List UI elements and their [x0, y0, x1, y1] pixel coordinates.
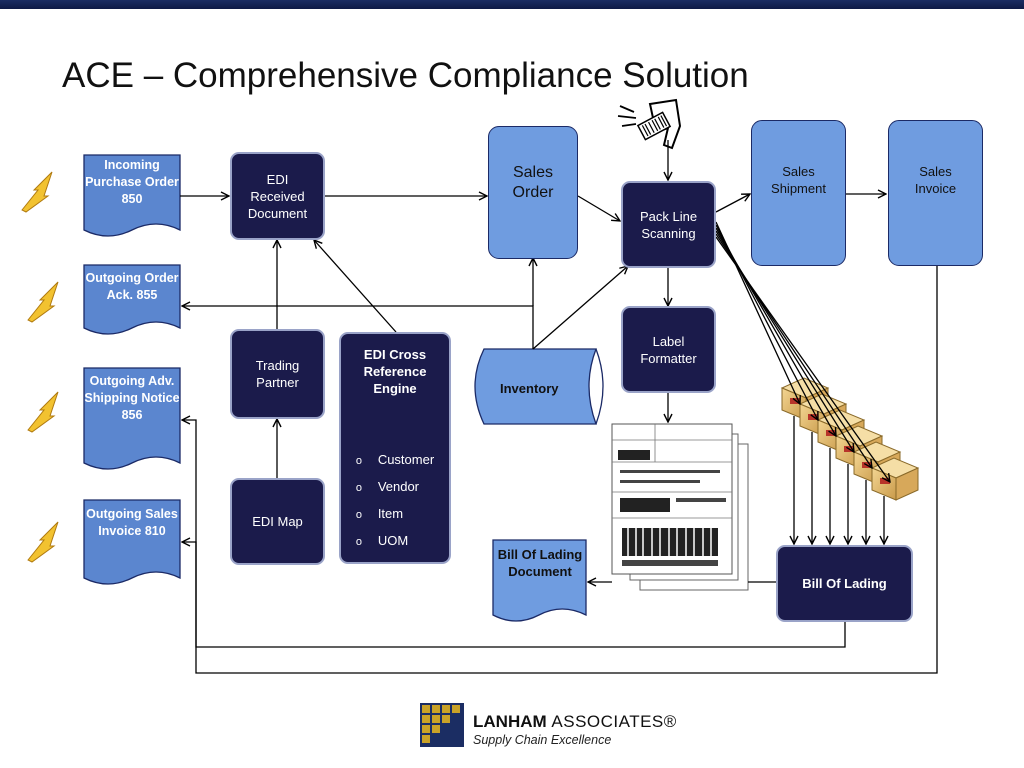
xref-item-customer: Customer: [356, 447, 434, 474]
lightning-icon: [21, 171, 53, 213]
doc-shape-outgoing-asn: [83, 367, 181, 470]
arrow-sales-order-to-pack-line: [577, 195, 620, 221]
logo-name-bold: LANHAM: [473, 712, 547, 731]
sales-invoice-label: Sales Invoice: [914, 164, 957, 196]
logo-name-regular: ASSOCIATES®: [551, 712, 677, 731]
lanham-logo-mark: [420, 703, 464, 747]
sales-order-label: Sales Order: [512, 164, 554, 201]
sales-invoice-node: Sales Invoice: [888, 120, 983, 266]
outgoing-sales-invoice-doc: Outgoing Sales Invoice 810: [86, 507, 178, 538]
edi-received-document-node: EDI Received Document: [230, 152, 325, 240]
pack-line-scanning-node: Pack Line Scanning: [621, 181, 716, 268]
doc-shape-bol-document: [492, 539, 587, 622]
xref-item-vendor: Vendor: [356, 474, 434, 501]
xref-item-item: Item: [356, 501, 434, 528]
doc-shape-incoming-po: [83, 154, 181, 237]
edi-map-node: EDI Map: [230, 478, 325, 565]
label-formatter-node: Label Formatter: [621, 306, 716, 393]
trading-partner-label: Trading Partner: [255, 358, 300, 390]
logo-tagline: Supply Chain Excellence: [473, 733, 612, 747]
connector-lines: [180, 140, 938, 674]
outgoing-shipping-notice-doc: Outgoing Adv. Shipping Notice 856: [84, 374, 180, 422]
top-bar: [0, 0, 1024, 9]
lightning-icon: [27, 391, 59, 433]
edi-map-label: EDI Map: [252, 514, 303, 529]
lightning-icon: [27, 521, 59, 563]
xref-item-uom: UOM: [356, 528, 434, 555]
shipping-boxes-icon: [780, 377, 920, 501]
incoming-purchase-order-doc: Incoming Purchase Order 850: [85, 158, 179, 206]
arrow-invoice-to-outgoing-invoice: [182, 266, 938, 674]
label-formatter-label: Label Formatter: [640, 333, 697, 366]
arrow-pack-line-to-shipment: [715, 194, 750, 213]
inventory-label: Inventory: [500, 381, 559, 396]
doc-shape-outgoing-invoice: [83, 499, 181, 585]
trading-partner-node: Trading Partner: [230, 329, 325, 419]
sales-shipment-label: Sales Shipment: [771, 164, 826, 196]
outgoing-order-ack-doc: Outgoing Order Ack. 855: [85, 271, 179, 302]
edi-received-document-label: EDI Received Document: [247, 171, 308, 221]
shipping-label-icon: [611, 423, 749, 591]
bill-of-lading-document: Bill Of Lading Document: [497, 547, 583, 579]
pack-line-scanning-label: Pack Line Scanning: [639, 208, 698, 241]
arrow-inventory-to-pack-line: [532, 266, 628, 350]
page-title: ACE – Comprehensive Compliance Solution: [62, 56, 749, 95]
edi-cross-reference-engine-node: EDI Cross Reference Engine Customer Vend…: [339, 332, 451, 564]
lanham-associates-name: LANHAM ASSOCIATES®: [473, 712, 677, 732]
barcode-scanner-icon: [617, 98, 682, 150]
sales-order-node: Sales Order: [488, 126, 578, 259]
sales-shipment-node: Sales Shipment: [751, 120, 846, 266]
inventory-cylinder: [474, 348, 604, 425]
lightning-icon: [27, 281, 59, 323]
bill-of-lading-label: Bill Of Lading: [802, 576, 887, 591]
arrow-xref-to-edi-received: [314, 240, 397, 333]
doc-shape-outgoing-ack: [83, 264, 181, 335]
edi-cross-reference-title: EDI Cross Reference Engine: [363, 347, 427, 396]
cross-reference-list: Customer Vendor Item UOM: [356, 447, 434, 555]
bill-of-lading-node: Bill Of Lading: [776, 545, 913, 622]
